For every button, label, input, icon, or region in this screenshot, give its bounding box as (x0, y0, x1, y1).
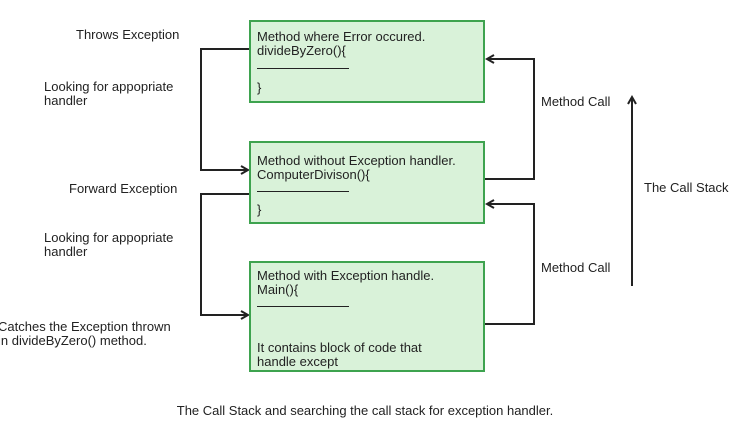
method-call-label-lower: Method Call (541, 260, 611, 275)
box-top-closing-brace: } (257, 80, 262, 95)
method-box-divide-by-zero: Method where Error occured. divideByZero… (249, 20, 485, 103)
method-call-label-upper: Method Call (541, 94, 611, 109)
catches-exception-label: Catches the Exception thrown (0, 319, 171, 334)
box-bottom-body-line1: It contains block of code that (257, 340, 422, 355)
looking-for-handler-label-1-line2: handler (44, 93, 88, 108)
box-top-signature: divideByZero(){ (257, 43, 346, 58)
call-stack-label: The Call Stack (644, 180, 729, 195)
looking-for-handler-label-1: Looking for appopriate (44, 79, 174, 94)
left-connector-middle-to-bottom (200, 193, 250, 315)
diagram-caption: The Call Stack and searching the call st… (176, 403, 554, 418)
right-connector-bottom-to-middle (484, 204, 535, 325)
box-middle-closing-brace: } (257, 202, 262, 217)
box-bottom-signature: Main(){ (257, 282, 299, 297)
method-box-computer-division: Method without Exception handler. Comput… (249, 141, 485, 224)
looking-for-handler-label-2-line2: handler (44, 244, 88, 259)
box-bottom-code-rule (257, 306, 349, 307)
left-connector-top-to-middle (200, 48, 250, 170)
right-connector-middle-to-top (484, 59, 535, 180)
forward-exception-label: Forward Exception (69, 181, 178, 196)
box-bottom-title: Method with Exception handle. (257, 268, 435, 283)
box-top-title: Method where Error occured. (257, 29, 426, 44)
box-bottom-body-line2: handle except (257, 354, 338, 369)
looking-for-handler-label-2: Looking for appopriate (44, 230, 174, 245)
method-box-main: Method with Exception handle. Main(){ It… (249, 261, 485, 372)
catches-exception-label-line2: in divideByZero() method. (0, 333, 147, 348)
throws-exception-label: Throws Exception (76, 27, 180, 42)
box-middle-title: Method without Exception handler. (257, 153, 456, 168)
box-top-code-rule (257, 68, 349, 69)
box-middle-code-rule (257, 191, 349, 192)
box-middle-signature: ComputerDivison(){ (257, 167, 370, 182)
